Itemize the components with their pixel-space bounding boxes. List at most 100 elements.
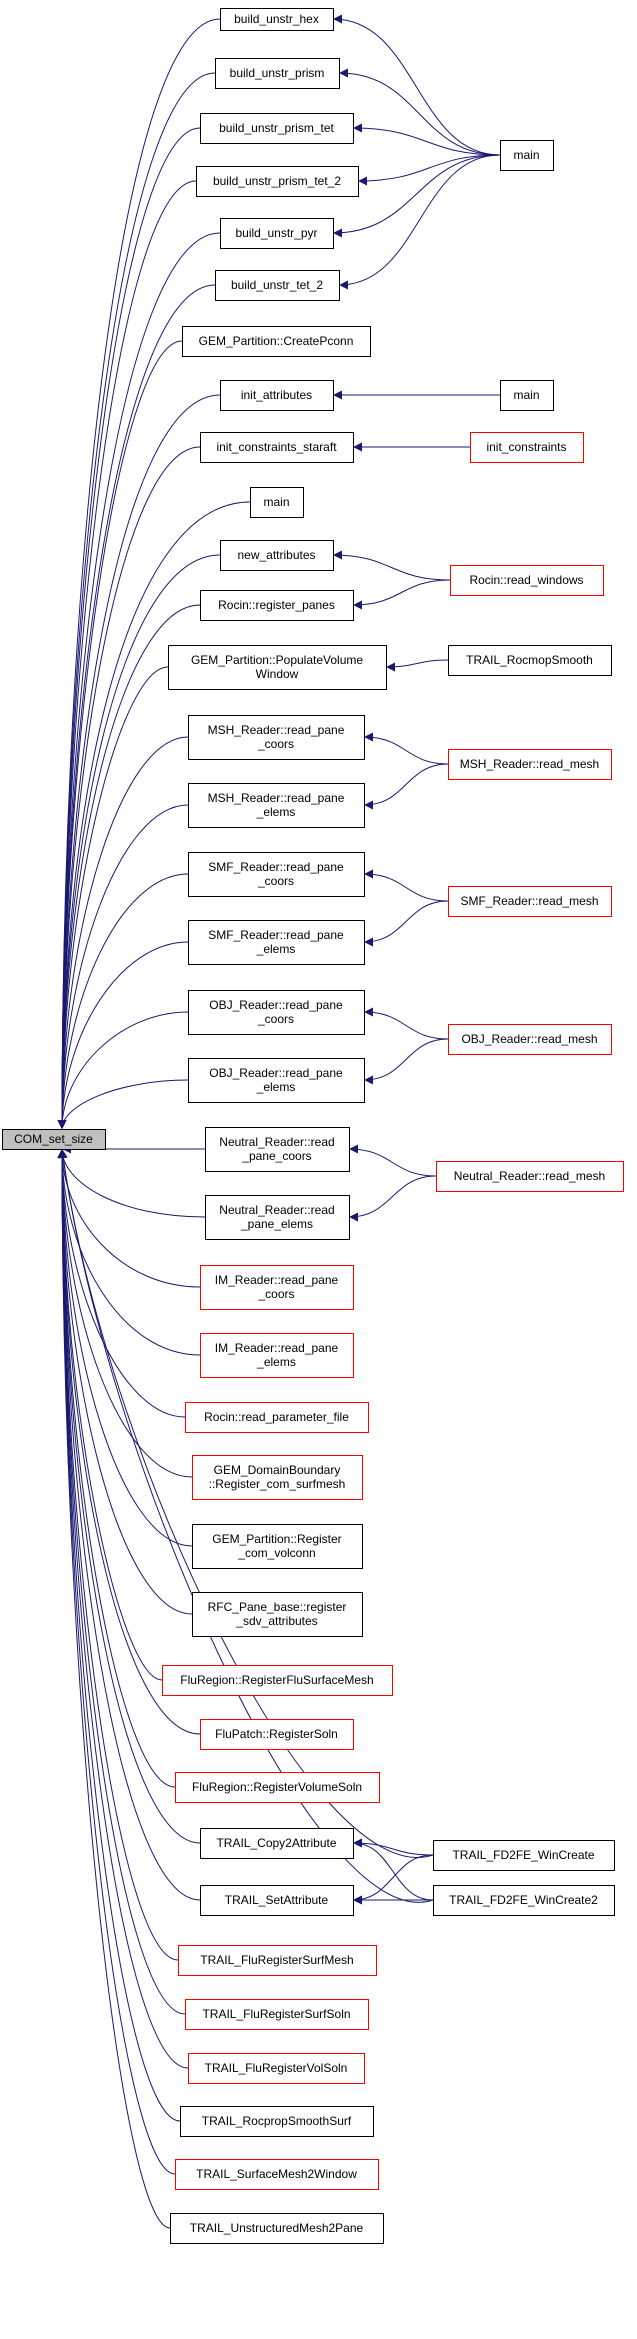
node-label: new_attributes xyxy=(237,548,315,562)
function-node-fluregion-regvolsoln[interactable]: FluRegion::RegisterVolumeSoln xyxy=(175,1772,380,1803)
node-label: GEM_Partition::CreatePconn xyxy=(199,334,354,348)
function-node-trail-rocprop[interactable]: TRAIL_RocpropSmoothSurf xyxy=(180,2106,374,2137)
call-edge xyxy=(57,1148,193,1615)
node-box xyxy=(436,1161,624,1192)
function-node-trail-rocmop[interactable]: TRAIL_RocmopSmooth xyxy=(448,645,612,676)
function-node-build-unstr-pyr[interactable]: build_unstr_pyr xyxy=(220,218,334,249)
function-node-flu-reg-surfmesh[interactable]: FluRegion::RegisterFluSurfaceMesh xyxy=(162,1665,393,1696)
node-box xyxy=(433,1840,615,1871)
function-node-rocin-read-windows[interactable]: Rocin::read_windows xyxy=(450,565,604,596)
function-node-build-unstr-hex[interactable]: build_unstr_hex xyxy=(220,8,334,31)
function-node-build-unstr-prism-tet-2[interactable]: build_unstr_prism_tet_2 xyxy=(196,166,359,197)
function-node-build-unstr-prism[interactable]: build_unstr_prism xyxy=(215,58,340,89)
call-edge xyxy=(352,1854,434,1905)
node-label: OBJ_Reader::read_pane xyxy=(209,998,343,1012)
call-edge xyxy=(57,804,189,1130)
node-label: _sdv_attributes xyxy=(235,1614,317,1628)
function-node-new-attributes[interactable]: new_attributes xyxy=(220,540,334,571)
function-node-im-coors[interactable]: IM_Reader::read_pane_coors xyxy=(200,1265,354,1310)
node-box xyxy=(448,645,612,676)
function-node-obj-elems[interactable]: OBJ_Reader::read_pane_elems xyxy=(188,1058,365,1103)
function-node-gem-register-volconn[interactable]: GEM_Partition::Register_com_volconn xyxy=(192,1524,363,1569)
call-edge xyxy=(57,501,251,1130)
node-box xyxy=(200,1333,354,1378)
node-label: Rocin::read_windows xyxy=(469,573,583,587)
function-node-obj-read-mesh[interactable]: OBJ_Reader::read_mesh xyxy=(448,1024,612,1055)
node-box xyxy=(192,1592,363,1637)
node-box xyxy=(200,1265,354,1310)
function-node-gem-createpconn[interactable]: GEM_Partition::CreatePconn xyxy=(182,326,371,357)
call-edge xyxy=(332,154,501,238)
node-box xyxy=(500,140,554,171)
function-node-trail-surfmesh2window[interactable]: TRAIL_SurfaceMesh2Window xyxy=(175,2159,379,2190)
call-edge xyxy=(352,123,501,156)
node-label: Rocin::read_parameter_file xyxy=(204,1410,349,1424)
call-edge xyxy=(57,1148,201,1735)
function-node-neutral-read-mesh[interactable]: Neutral_Reader::read_mesh xyxy=(436,1161,624,1192)
function-node-trail-copy2attr[interactable]: TRAIL_Copy2Attribute xyxy=(200,1828,354,1859)
function-node-smf-read-mesh[interactable]: SMF_Reader::read_mesh xyxy=(448,886,612,917)
function-node-im-elems[interactable]: IM_Reader::read_pane_elems xyxy=(200,1333,354,1378)
function-node-trail-fd2fe[interactable]: TRAIL_FD2FE_WinCreate xyxy=(433,1840,615,1871)
function-node-rocin-register-panes[interactable]: Rocin::register_panes xyxy=(200,590,354,621)
node-label: _elems xyxy=(256,805,296,819)
node-box xyxy=(188,852,365,897)
node-box xyxy=(450,565,604,596)
node-label: init_constraints xyxy=(486,440,566,454)
node-label: main xyxy=(513,148,539,162)
function-node-trail-flu-surfsoln[interactable]: TRAIL_FluRegisterSurfSoln xyxy=(185,1999,369,2030)
function-node-trail-flu-surfmesh[interactable]: TRAIL_FluRegisterSurfMesh xyxy=(178,1945,377,1976)
function-node-trail-flu-volsoln[interactable]: TRAIL_FluRegisterVolSoln xyxy=(188,2053,365,2084)
function-node-main-mid[interactable]: main xyxy=(250,487,304,518)
function-node-msh-elems[interactable]: MSH_Reader::read_pane_elems xyxy=(188,783,365,828)
function-node-obj-coors[interactable]: OBJ_Reader::read_pane_coors xyxy=(188,990,365,1035)
node-label: build_unstr_prism xyxy=(230,66,325,80)
function-node-build-unstr-prism-tet[interactable]: build_unstr_prism_tet xyxy=(200,113,354,144)
call-edge xyxy=(57,1148,201,1844)
call-edge xyxy=(57,1011,189,1130)
node-box xyxy=(448,749,612,780)
function-node-root[interactable]: COM_set_size xyxy=(2,1129,106,1150)
function-node-build-unstr-tet-2[interactable]: build_unstr_tet_2 xyxy=(215,270,340,301)
node-label: Neutral_Reader::read xyxy=(219,1203,334,1217)
node-label: _elems xyxy=(256,942,296,956)
call-edge xyxy=(57,1148,179,1961)
node-label: TRAIL_UnstructuredMesh2Pane xyxy=(190,2221,364,2235)
node-label: Neutral_Reader::read_mesh xyxy=(454,1169,605,1183)
node-label: SMF_Reader::read_mesh xyxy=(460,894,598,908)
function-node-flupatch-regsoln[interactable]: FluPatch::RegisterSoln xyxy=(200,1719,354,1750)
function-node-trail-setattr[interactable]: TRAIL_SetAttribute xyxy=(200,1885,354,1916)
node-box xyxy=(175,2159,379,2190)
call-edge xyxy=(348,1175,437,1222)
function-node-init-constraints-staraft[interactable]: init_constraints_staraft xyxy=(200,432,354,463)
node-box xyxy=(192,1524,363,1569)
function-node-init-constraints[interactable]: init_constraints xyxy=(470,432,584,463)
function-node-main-top[interactable]: main xyxy=(500,140,554,171)
call-edge xyxy=(57,1148,201,1288)
call-edge xyxy=(57,1148,201,1356)
function-node-smf-coors[interactable]: SMF_Reader::read_pane_coors xyxy=(188,852,365,897)
node-box xyxy=(185,1999,369,2030)
function-node-rocin-read-param[interactable]: Rocin::read_parameter_file xyxy=(185,1402,369,1433)
function-node-neutral-elems[interactable]: Neutral_Reader::read_pane_elems xyxy=(205,1195,350,1240)
function-node-gem-domainboundary[interactable]: GEM_DomainBoundary::Register_com_surfmes… xyxy=(192,1455,363,1500)
function-node-main-attr[interactable]: main xyxy=(500,380,554,411)
function-node-smf-elems[interactable]: SMF_Reader::read_pane_elems xyxy=(188,920,365,965)
node-box xyxy=(178,1945,377,1976)
call-edge xyxy=(348,1144,437,1177)
node-box xyxy=(470,432,584,463)
node-label: Neutral_Reader::read xyxy=(219,1135,334,1149)
function-node-trail-unstructured[interactable]: TRAIL_UnstructuredMesh2Pane xyxy=(170,2213,384,2244)
function-node-rfc-pane-base[interactable]: RFC_Pane_base::register_sdv_attributes xyxy=(192,1592,363,1637)
node-label: GEM_DomainBoundary xyxy=(214,1463,341,1477)
function-node-msh-coors[interactable]: MSH_Reader::read_pane_coors xyxy=(188,715,365,760)
function-node-neutral-coors[interactable]: Neutral_Reader::read_pane_coors xyxy=(205,1127,350,1172)
function-node-trail-fd2fe2[interactable]: TRAIL_FD2FE_WinCreate2 xyxy=(433,1885,615,1916)
node-label: build_unstr_prism_tet_2 xyxy=(213,174,341,188)
call-edge xyxy=(57,340,183,1130)
call-edge xyxy=(57,1148,186,2015)
node-box xyxy=(433,1885,615,1916)
function-node-init-attributes[interactable]: init_attributes xyxy=(220,380,334,411)
function-node-msh-read-mesh[interactable]: MSH_Reader::read_mesh xyxy=(448,749,612,780)
